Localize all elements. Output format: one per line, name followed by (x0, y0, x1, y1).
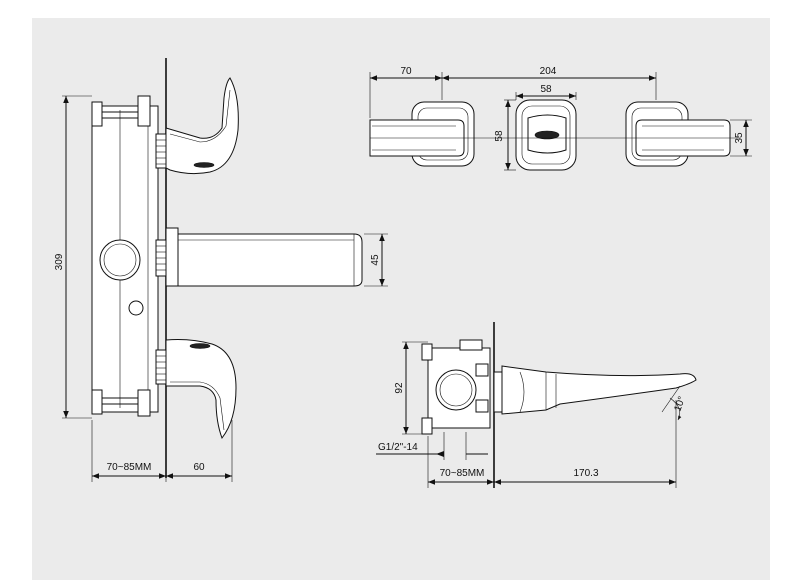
dim-label-58-height: 58 (494, 130, 505, 142)
top-view: 70 204 58 58 35 (369, 66, 752, 171)
dim-label-70: 70 (400, 66, 412, 77)
dim-label-angle: 10° (672, 395, 688, 413)
upper-handle-thread (155, 133, 167, 169)
dim-label-170: 170.3 (573, 468, 598, 479)
mounting-bracket-bottom (91, 389, 151, 417)
top-center-spout (515, 99, 577, 171)
front-spout (155, 227, 363, 287)
lower-handle-thread (155, 349, 167, 385)
screw-hole (128, 300, 144, 316)
dim-label-204: 204 (540, 66, 557, 77)
mounting-bracket-top (91, 95, 151, 127)
diverter-knob (99, 239, 141, 281)
side-view: 92 G1/2"-14 70~85MM 170.3 10° (376, 322, 697, 488)
side-knob (435, 369, 477, 411)
upper-handle (165, 77, 239, 175)
dim-label-side-body: 70~85MM (440, 468, 485, 479)
front-view: 309 70~85MM 60 45 (54, 58, 388, 482)
dim-label-58-width: 58 (540, 84, 552, 95)
dim-label-45: 45 (370, 254, 381, 266)
dim-label-35: 35 (734, 132, 745, 144)
lower-handle (165, 339, 237, 440)
top-left-handle (369, 101, 475, 167)
dim-label-92: 92 (394, 382, 405, 394)
side-spout (493, 365, 697, 415)
top-right-handle (625, 101, 731, 167)
dim-label-309: 309 (54, 253, 65, 270)
dim-label-thread: G1/2"-14 (378, 442, 418, 453)
dim-label-front-handle: 60 (193, 462, 205, 473)
dim-label-front-body: 70~85MM (107, 462, 152, 473)
